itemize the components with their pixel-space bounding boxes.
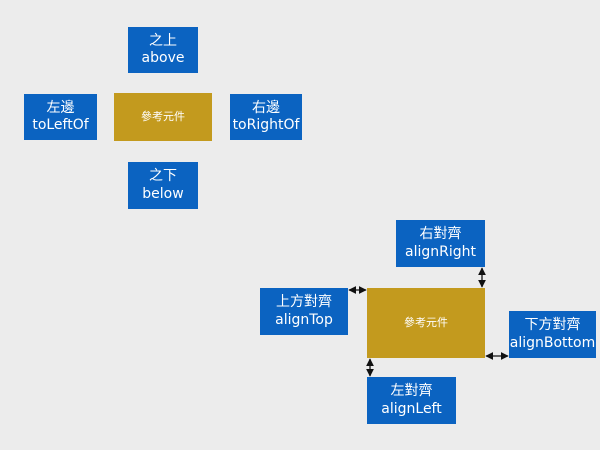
align-right-box: 右對齊 alignRight (396, 220, 485, 267)
left-zh-label: 左邊 (46, 99, 75, 116)
below-zh-label: 之下 (149, 168, 177, 184)
align-right-zh-label: 右對齊 (419, 226, 462, 242)
left-box: 左邊 toLeftOf (24, 94, 97, 140)
top-reference-box: 參考元件 (114, 93, 212, 141)
align-top-box: 上方對齊 alignTop (260, 288, 348, 335)
align-top-zh-label: 上方對齊 (276, 294, 332, 310)
align-left-box: 左對齊 alignLeft (367, 377, 456, 424)
align-right-en-label: alignRight (405, 243, 476, 260)
align-top-en-label: alignTop (275, 311, 333, 328)
align-bottom-zh-label: 下方對齊 (524, 317, 581, 333)
bottom-reference-box: 參考元件 (367, 288, 485, 358)
right-en-label: toRightOf (232, 117, 300, 133)
above-zh-label: 之上 (149, 32, 177, 49)
below-en-label: below (142, 185, 184, 202)
align-bottom-en-label: alignBottom (509, 334, 596, 351)
right-zh-label: 右邊 (252, 99, 280, 116)
below-box: 之下 below (128, 162, 198, 209)
above-box: 之上 above (128, 27, 198, 73)
right-box: 右邊 toRightOf (230, 94, 302, 140)
align-left-en-label: alignLeft (381, 400, 442, 417)
align-bottom-box: 下方對齊 alignBottom (509, 311, 596, 358)
left-en-label: toLeftOf (32, 117, 89, 133)
top-reference-label: 參考元件 (141, 110, 185, 124)
bottom-reference-label: 參考元件 (404, 316, 448, 330)
align-left-zh-label: 左對齊 (390, 383, 433, 399)
above-en-label: above (141, 50, 185, 66)
